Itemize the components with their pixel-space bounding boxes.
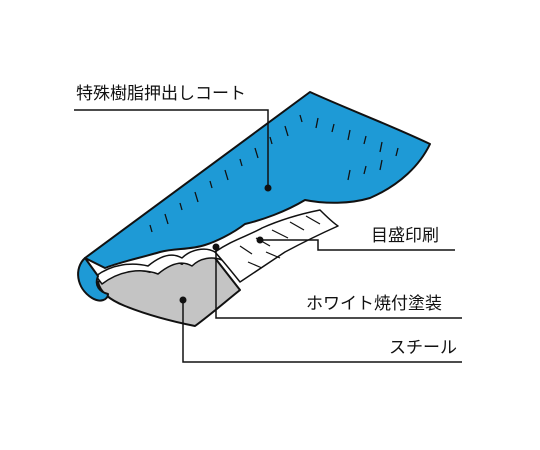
- leader-line-coat: [74, 109, 269, 188]
- scale-print-layer: [214, 209, 339, 283]
- leader-line-scale: [260, 239, 455, 251]
- leader-line-white: [215, 247, 462, 319]
- label-white-coating: ホワイト焼付塗装: [306, 294, 442, 314]
- leader-line-steel: [182, 300, 462, 363]
- label-steel: スチール: [389, 338, 457, 358]
- coat-ticks: [149, 114, 399, 233]
- label-resin-coat: 特殊樹脂押出しコート: [76, 84, 246, 104]
- label-scale-print: 目盛印刷: [371, 226, 439, 246]
- resin-coat-top: [84, 91, 431, 269]
- resin-coat-curl: [77, 257, 109, 302]
